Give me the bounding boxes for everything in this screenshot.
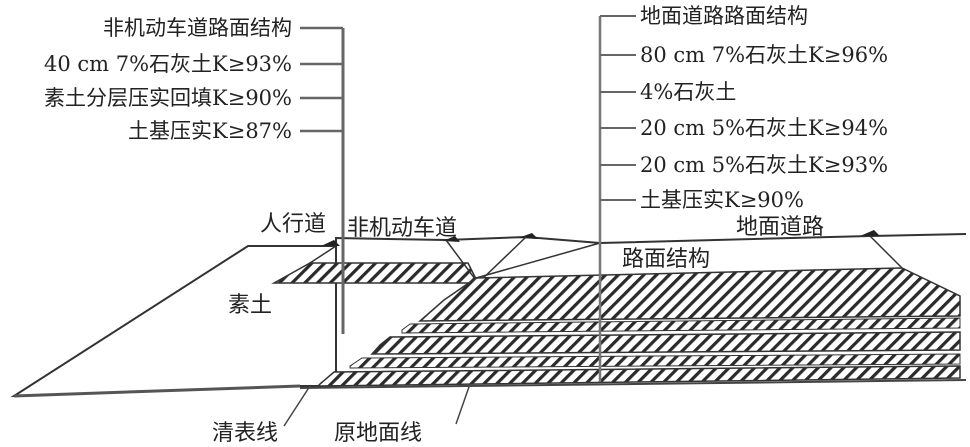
ground-structure-title: 地面道路路面结构 — [640, 4, 808, 28]
main-road-layer-4 — [349, 353, 961, 369]
ground-layer-2: 4%石灰土 — [640, 80, 736, 104]
main-road-slope-right — [869, 235, 903, 269]
ground-layer-4: 20 cm 5%石灰土K≥93% — [640, 153, 888, 177]
nonmotor-structure-title: 非机动车道路面结构 — [103, 16, 292, 40]
nonmotor-lane-hatch-layer — [271, 262, 480, 284]
curb-marker-3 — [518, 233, 538, 239]
ground-layer-5: 土基压实K≥90% — [640, 188, 804, 212]
main-road-layer-5 — [316, 365, 961, 387]
label-plain-soil: 素土 — [228, 293, 272, 318]
main-road-slope-left — [475, 242, 601, 279]
embankment-outline — [10, 245, 337, 398]
label-nonmotor-lane: 非机动车道 — [347, 216, 457, 241]
clearing-line-base — [13, 384, 301, 398]
label-sidewalk: 人行道 — [260, 212, 326, 237]
nonmotor-lane-edges — [309, 245, 337, 264]
main-road-layer-3 — [370, 331, 961, 355]
nonmotor-layer-3: 土基压实K≥87% — [128, 119, 292, 143]
label-pavement-structure: 路面结构 — [622, 247, 710, 272]
leader-clearing-line — [283, 385, 311, 427]
leader-original-ground — [455, 383, 471, 425]
nonmotor-layer-1: 40 cm 7%石灰土K≥93% — [44, 52, 292, 76]
label-ground-road: 地面道路 — [736, 215, 824, 240]
ground-layer-1: 80 cm 7%石灰土K≥96% — [640, 43, 888, 67]
nonmotor-layer-2: 素土分层压实回填K≥90% — [44, 86, 292, 110]
label-original-ground-line: 原地面线 — [334, 421, 422, 446]
curb-marker-1 — [321, 240, 340, 246]
curb-marker-4 — [860, 230, 880, 236]
ground-layer-3: 20 cm 5%石灰土K≥94% — [640, 116, 888, 140]
main-road-layer-2 — [401, 317, 961, 334]
original-ground-line — [299, 379, 967, 389]
main-road-layer-1 — [417, 267, 961, 322]
label-clearing-line: 清表线 — [212, 421, 278, 446]
